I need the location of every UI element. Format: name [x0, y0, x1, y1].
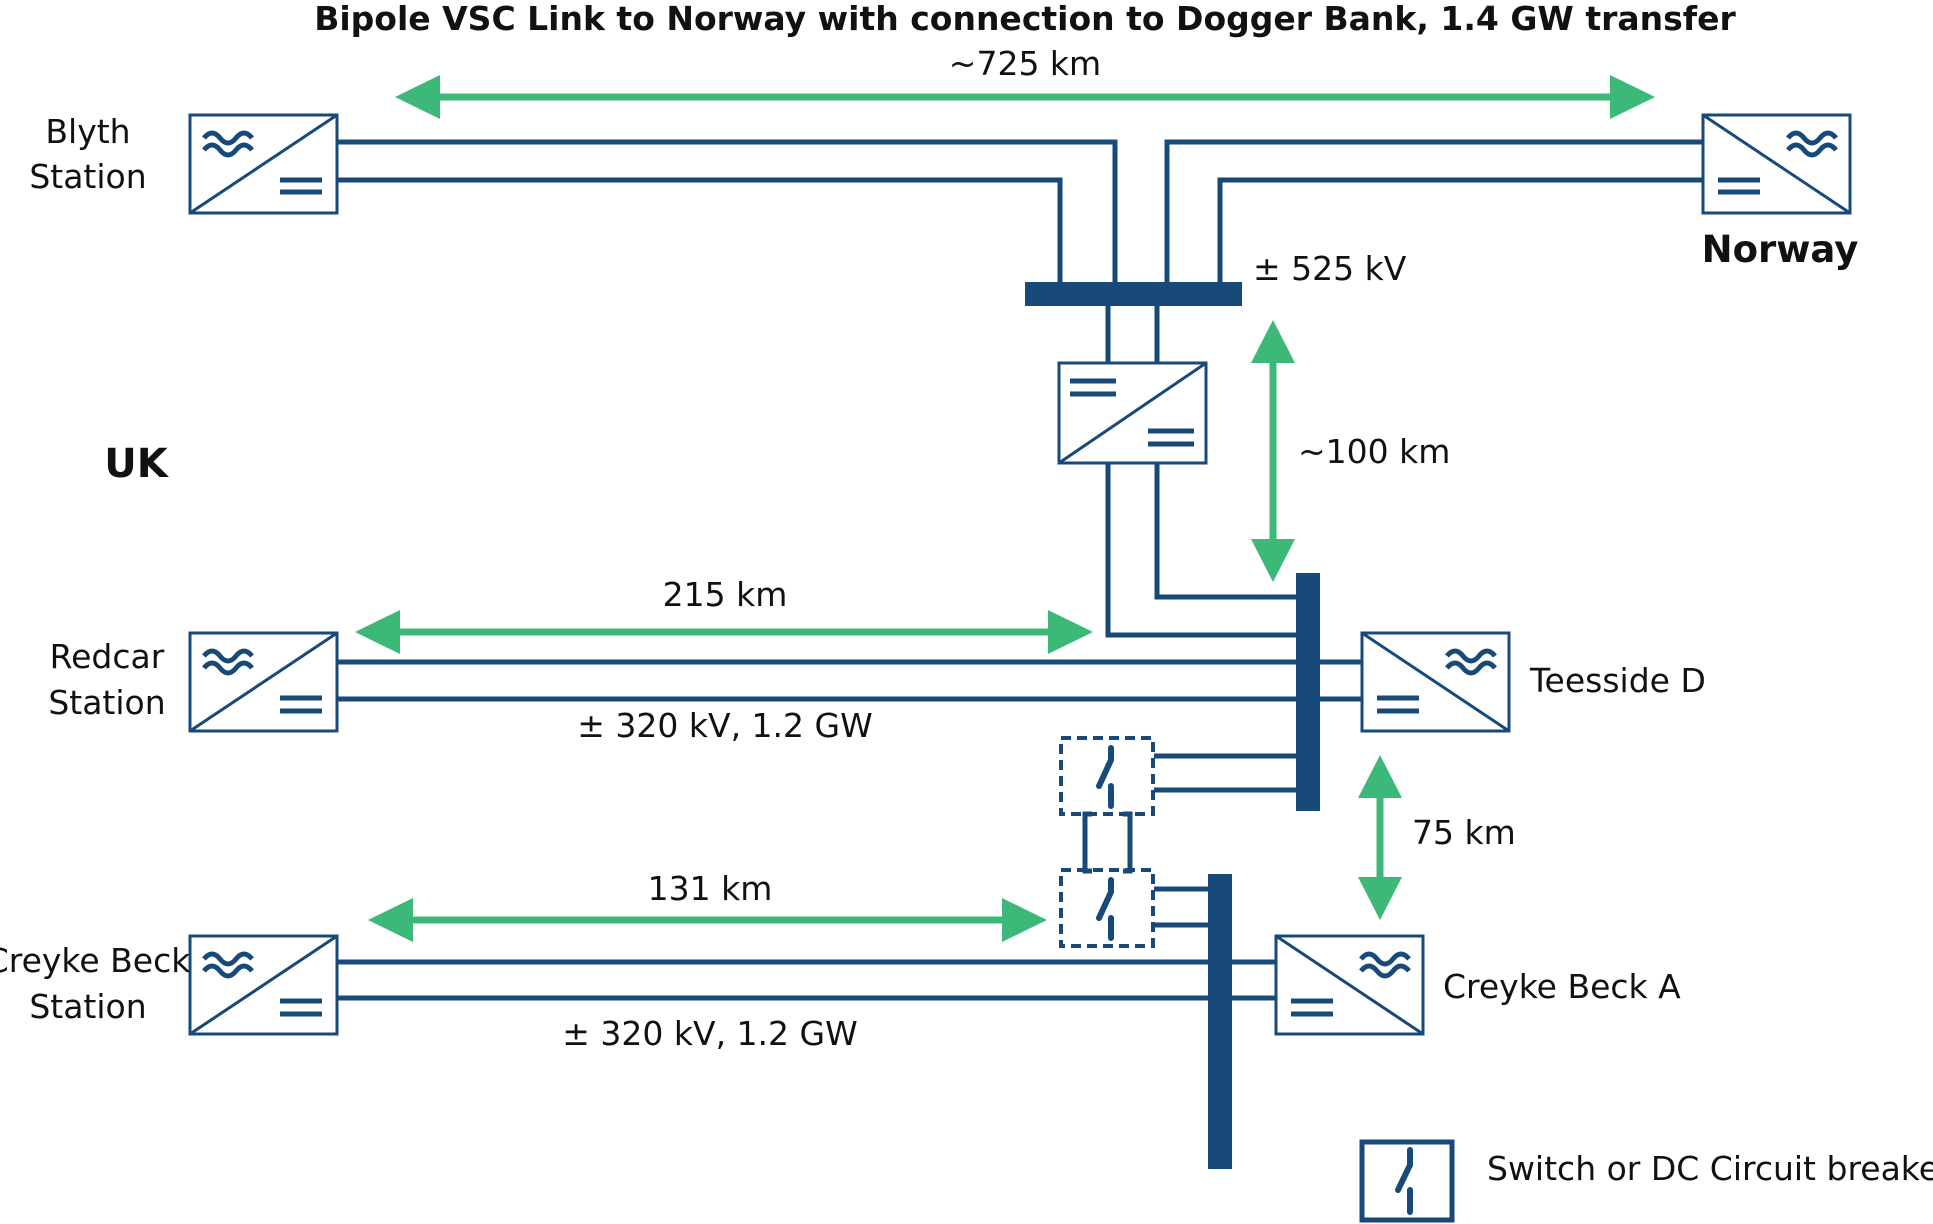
ac-wave-icon — [202, 951, 254, 979]
busbar-creyke — [1208, 874, 1232, 1169]
ac-wave-icon — [1359, 951, 1411, 979]
label-320kv-creyke: ± 320 kV, 1.2 GW — [562, 1014, 857, 1053]
conductor-norway-2 — [1217, 177, 1703, 290]
arrow-norway-link — [395, 75, 1655, 119]
distance-teesside-creyke: 75 km — [1412, 813, 1516, 852]
arrow-teesside-creyke — [1358, 755, 1402, 920]
conductor-dogger-to-teesside-2 — [1105, 463, 1308, 638]
label-redcar-2: Station — [48, 683, 165, 722]
conductor-blyth-2 — [337, 177, 1063, 290]
converter-creyke-beck-a — [1274, 934, 1425, 1036]
converter-teesside-d — [1360, 631, 1511, 733]
conductor-breaker-tie-2 — [1123, 811, 1133, 874]
legend-label: Switch or DC Circuit breaker — [1487, 1149, 1933, 1188]
legend-breaker-symbol — [1359, 1139, 1455, 1223]
distance-creyke-link: 131 km — [648, 869, 773, 908]
switch-icon — [1395, 1147, 1413, 1215]
label-creyke-1: Creyke Beck — [0, 941, 191, 980]
ac-wave-icon — [202, 130, 254, 158]
label-320kv-redcar: ± 320 kV, 1.2 GW — [577, 706, 872, 745]
label-creyke-beck-a: Creyke Beck A — [1443, 967, 1681, 1006]
converter-creyke-beck — [188, 934, 339, 1036]
label-redcar-1: Redcar — [50, 637, 165, 676]
switch-icon — [1096, 877, 1114, 941]
ac-wave-icon — [1786, 130, 1838, 158]
conductor-blyth-1 — [337, 139, 1118, 290]
converter-redcar — [188, 631, 339, 733]
breaker-teesside — [1059, 736, 1155, 816]
conductor-dogger-to-teesside-1 — [1154, 463, 1308, 600]
conductor-breaker-tie-1 — [1082, 811, 1092, 874]
ac-wave-icon — [202, 648, 254, 676]
arrow-creyke-link — [368, 898, 1047, 942]
arrow-dogger-link — [1251, 320, 1295, 582]
distance-norway-link: ~725 km — [949, 44, 1101, 83]
label-teesside-d: Teesside D — [1529, 661, 1706, 700]
breaker-creyke — [1059, 868, 1155, 948]
switch-icon — [1096, 745, 1114, 809]
converter-norway — [1701, 113, 1852, 215]
distance-dogger-link: ~100 km — [1298, 432, 1450, 471]
conductor-norway-1 — [1164, 139, 1703, 290]
distance-redcar-link: 215 km — [663, 575, 788, 614]
converter-dogger-bank — [1057, 361, 1208, 465]
ac-wave-icon — [1445, 648, 1497, 676]
diagram-title: Bipole VSC Link to Norway with connectio… — [314, 0, 1736, 38]
converter-blyth — [188, 113, 339, 215]
busbar-525kv — [1025, 282, 1242, 306]
label-blyth-2: Station — [29, 157, 146, 196]
label-norway: Norway — [1702, 228, 1859, 271]
arrow-redcar-link — [355, 610, 1093, 654]
label-525kv: ± 525 kV — [1253, 249, 1407, 288]
busbar-teesside — [1296, 573, 1320, 811]
label-creyke-2: Station — [29, 987, 146, 1026]
label-uk: UK — [104, 441, 169, 487]
label-blyth-1: Blyth — [45, 112, 130, 151]
